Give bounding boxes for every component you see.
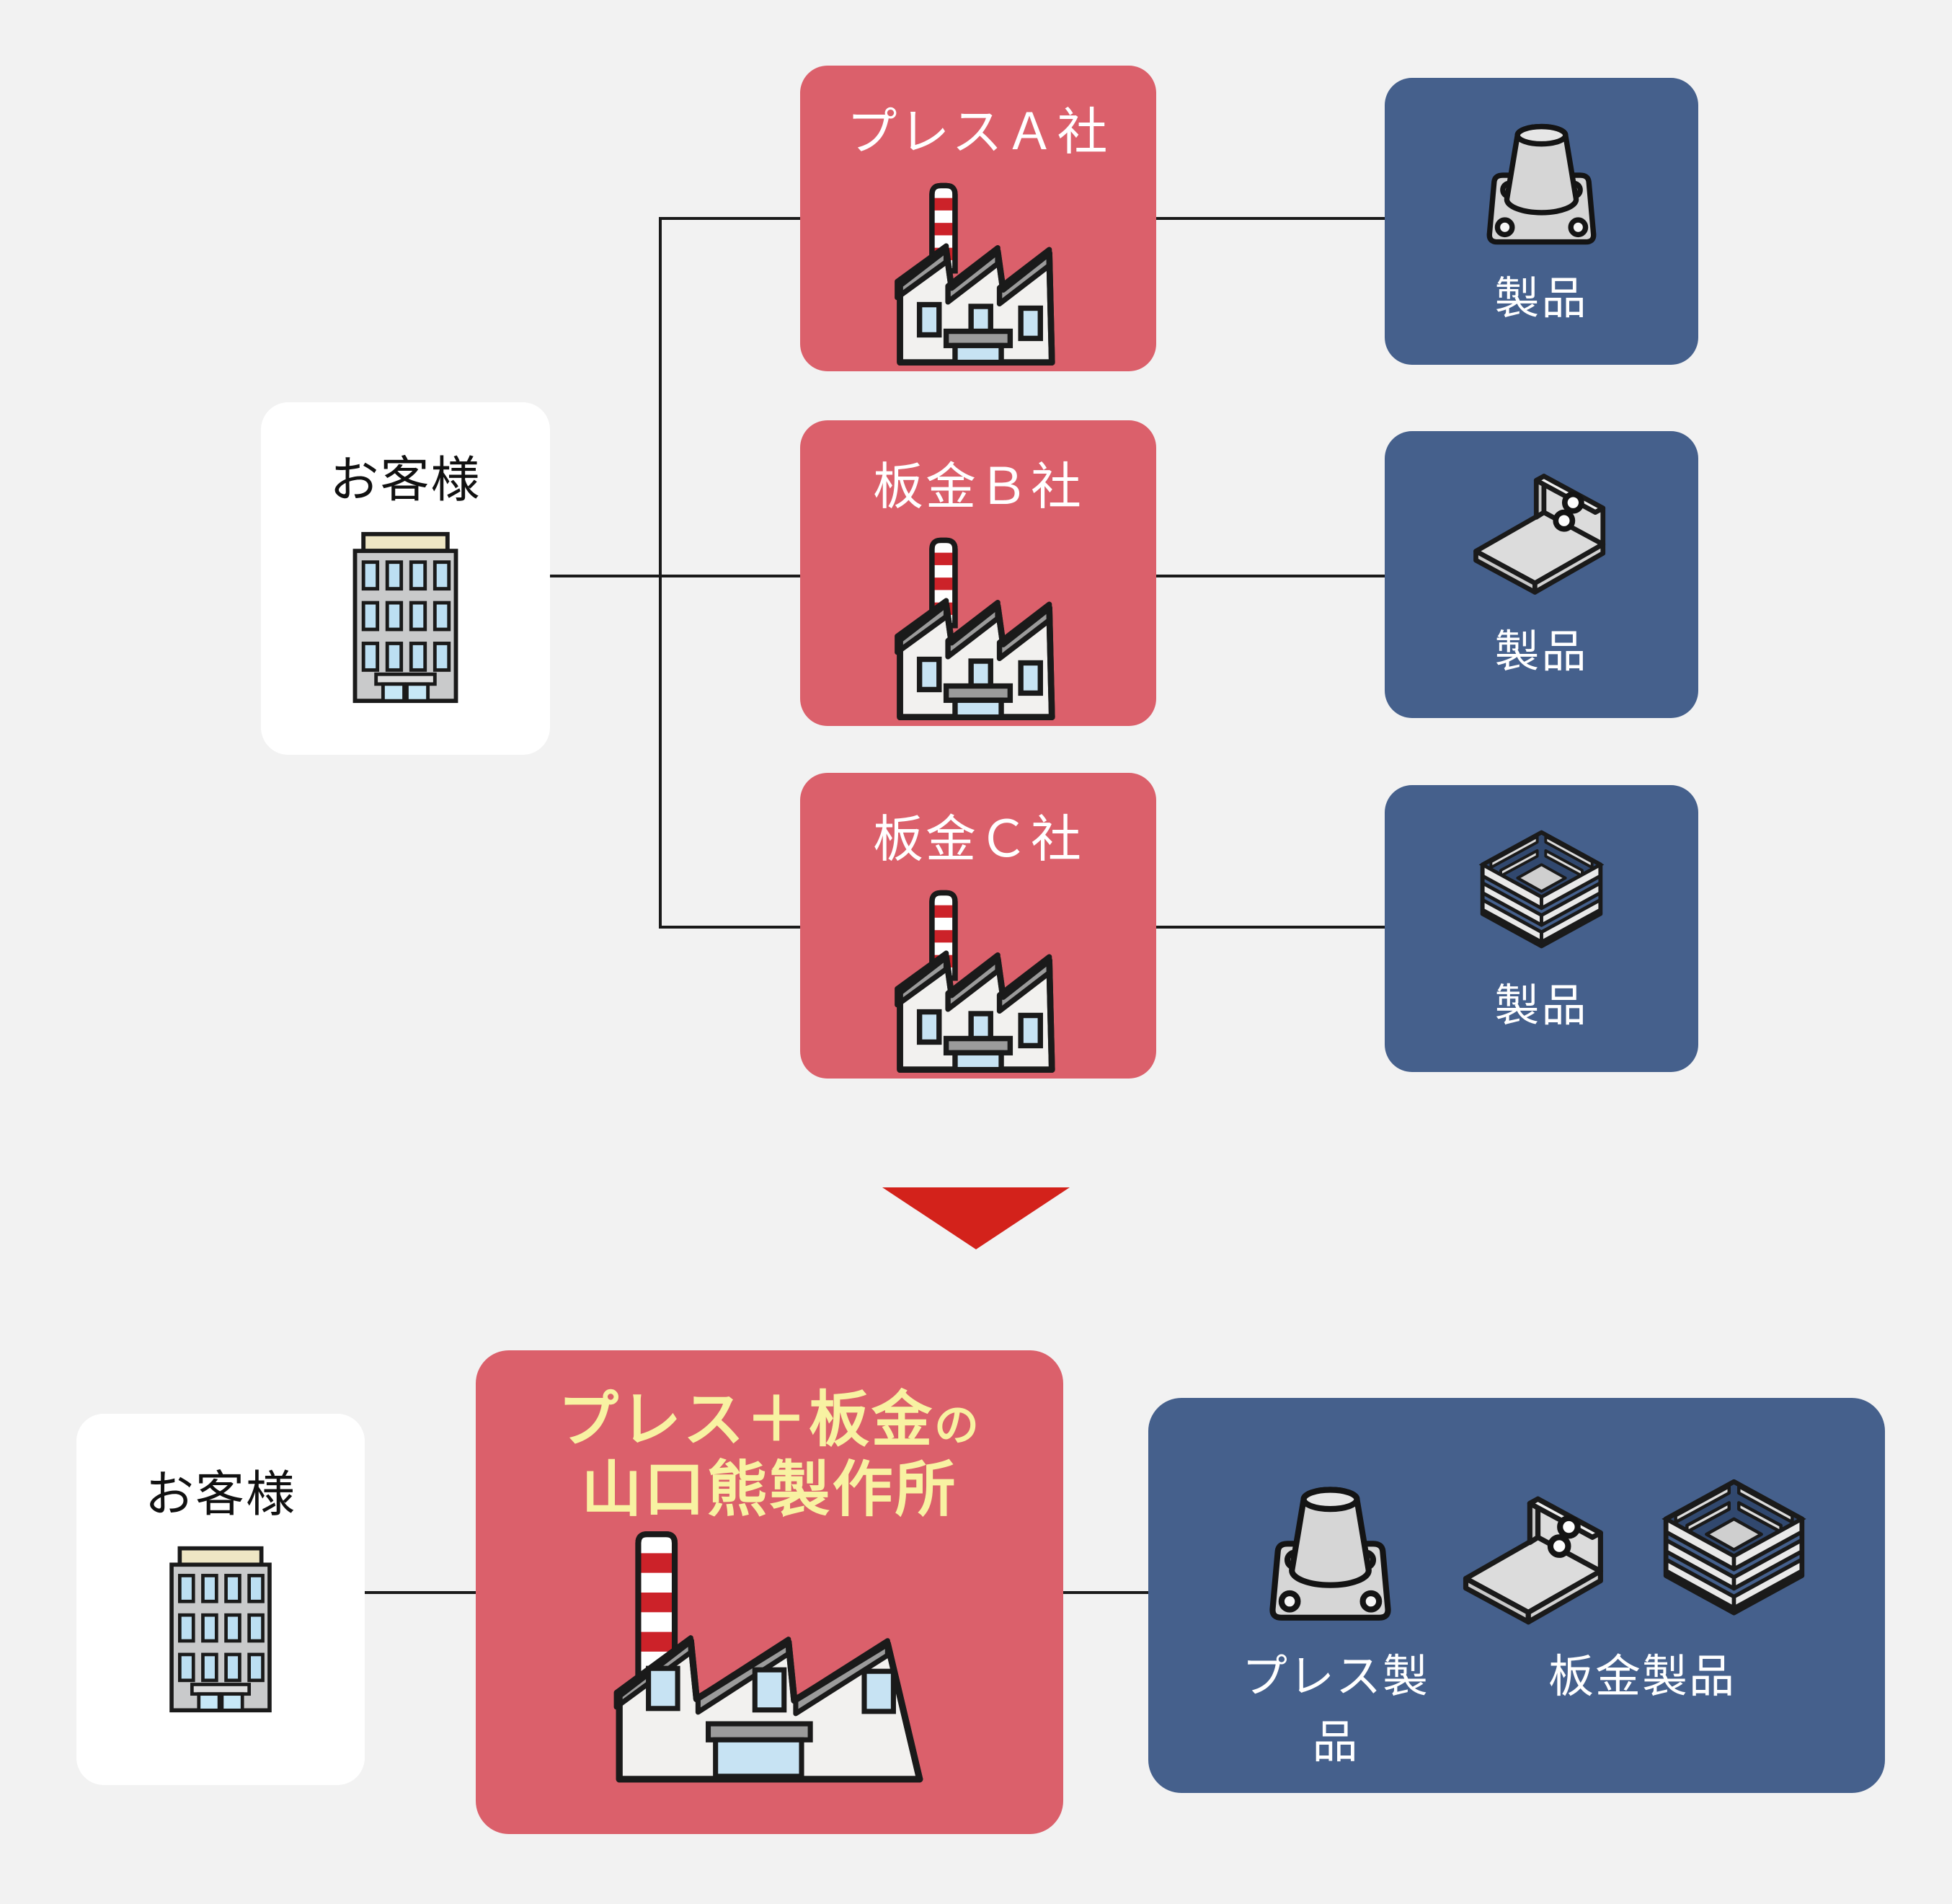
customer-card-bottom: お客様	[76, 1414, 365, 1785]
factory-icon	[888, 180, 1068, 371]
connector-customer-line	[550, 575, 800, 577]
connector-branch-c-line	[659, 926, 800, 929]
connector-product-c-line	[1153, 926, 1385, 929]
customer-card-top: お客様	[261, 402, 550, 755]
factory-icon	[609, 1531, 930, 1783]
connector-bottom-customer-line	[365, 1591, 476, 1594]
sheet-metal-products-label: 板金製品	[1548, 1652, 1736, 1702]
connector-bottom-product-line	[1063, 1591, 1148, 1594]
merged-company-title: プレス＋板金の 山口熊製作所	[558, 1385, 981, 1526]
title-line2: 山口熊製作所	[581, 1456, 958, 1524]
factory-icon	[888, 535, 1068, 726]
combined-products-card: プレス製品 板金製品	[1148, 1398, 1885, 1793]
angle-bracket-icon	[1455, 1490, 1617, 1630]
connector-trunk-line	[659, 217, 662, 929]
office-building-icon	[342, 530, 469, 705]
product-card-b: 製品	[1385, 431, 1698, 718]
company-label: 板金Ｂ社	[873, 459, 1083, 515]
connector-branch-a-line	[659, 217, 800, 220]
pressed-part-icon	[1475, 107, 1608, 254]
title-line1: プレス＋板金	[557, 1386, 934, 1453]
customer-label: お客様	[329, 453, 482, 508]
company-card-sheetmetal-c: 板金Ｃ社	[800, 773, 1156, 1079]
crate-icon	[1653, 1467, 1815, 1625]
title-particle: の	[934, 1401, 982, 1451]
product-label: 製品	[1494, 274, 1589, 324]
company-label: 板金Ｃ社	[873, 811, 1083, 867]
company-card-press-a: プレスＡ社	[800, 66, 1156, 371]
crate-icon	[1471, 814, 1612, 962]
customer-label: お客様	[144, 1467, 296, 1522]
product-label: 製品	[1494, 981, 1589, 1031]
transition-arrow-down-icon	[882, 1187, 1070, 1249]
pressed-part-icon	[1256, 1476, 1404, 1624]
company-card-sheetmetal-b: 板金Ｂ社	[800, 420, 1156, 726]
connector-product-a-line	[1153, 217, 1385, 220]
office-building-icon	[159, 1544, 282, 1714]
merged-company-card: プレス＋板金の 山口熊製作所	[476, 1350, 1063, 1834]
product-label: 製品	[1494, 627, 1589, 677]
factory-icon	[888, 887, 1068, 1079]
connector-product-b-line	[1153, 575, 1385, 577]
company-label: プレスＡ社	[846, 104, 1110, 160]
product-card-c: 製品	[1385, 785, 1698, 1072]
product-card-a: 製品	[1385, 78, 1698, 365]
press-products-label: プレス製品	[1242, 1652, 1429, 1768]
angle-bracket-icon	[1465, 460, 1618, 608]
